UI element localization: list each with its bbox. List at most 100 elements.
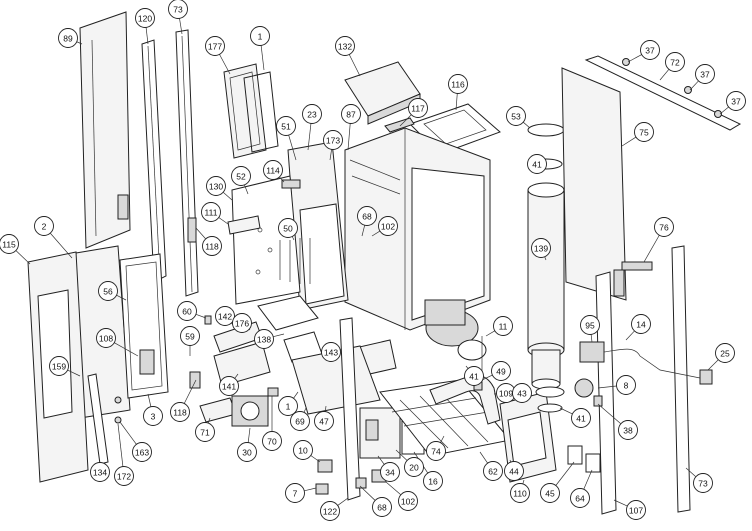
callout-117: 117: [408, 98, 428, 118]
callout-73: 73: [693, 473, 713, 493]
callout-circle: [58, 28, 78, 48]
part-bracket-118: [189, 371, 201, 389]
leader-line-2: [49, 232, 73, 259]
callout-circle: [90, 462, 110, 482]
leader-line-172: [117, 423, 124, 467]
callout-56: 56: [98, 281, 118, 301]
callout-87: 87: [341, 104, 361, 124]
callout-173: 173: [323, 130, 343, 150]
callout-number: 68: [377, 503, 387, 513]
leader-line-108: [114, 342, 139, 357]
callout-circle: [250, 26, 270, 46]
callout-number: 108: [99, 334, 113, 344]
callout-number: 87: [346, 110, 356, 120]
callout-circle: [357, 206, 377, 226]
callout-number: 41: [469, 372, 479, 382]
leader-line-120: [145, 27, 149, 45]
callout-69: 69: [290, 411, 310, 431]
part-bracket-114: [281, 179, 301, 189]
part-rods-50: [279, 238, 311, 284]
part-38: [593, 395, 603, 407]
leader-line-115: [15, 250, 31, 265]
part-front-right-upright: [595, 271, 617, 515]
leader-line-95: [590, 334, 593, 343]
callout-circle: [491, 361, 511, 381]
callout-159: 159: [49, 356, 69, 376]
callout-circle: [372, 497, 392, 517]
callout-circle: [423, 471, 443, 491]
callout-30: 30: [237, 442, 257, 462]
callout-102: 102: [398, 491, 418, 511]
callout-circle: [695, 64, 715, 84]
leader-line-118: [183, 379, 197, 404]
callout-circle: [262, 431, 282, 451]
callout-number: 23: [307, 110, 317, 120]
callout-number: 176: [235, 319, 249, 329]
callout-number: 62: [488, 467, 498, 477]
callout-number: 44: [509, 467, 519, 477]
callout-number: 132: [338, 42, 352, 52]
part-right-upright: [671, 245, 691, 513]
callout-37: 37: [695, 64, 715, 84]
leader-line-41: [465, 365, 469, 369]
leader-line-116: [455, 93, 458, 111]
callout-72: 72: [665, 52, 685, 72]
callout-68: 68: [372, 497, 392, 517]
callout-circle: [380, 462, 400, 482]
callout-circle: [177, 301, 197, 321]
callout-number: 64: [575, 494, 585, 504]
part-switch-7: [315, 483, 329, 495]
callout-circle: [263, 160, 283, 180]
callout-7: 7: [285, 483, 305, 503]
callout-139: 139: [531, 238, 551, 258]
leader-line-49: [481, 374, 493, 381]
callout-25: 25: [715, 343, 735, 363]
callout-number: 41: [532, 160, 542, 170]
leader-line-8: [597, 385, 617, 389]
callout-circle: [631, 314, 651, 334]
leader-line-73: [179, 18, 183, 35]
callout-172: 172: [114, 466, 134, 486]
leader-line-117: [399, 114, 412, 127]
callout-number: 60: [182, 307, 192, 317]
callout-23: 23: [302, 104, 322, 124]
callout-circle: [504, 461, 524, 481]
callout-68: 68: [357, 206, 377, 226]
callout-53: 53: [506, 106, 526, 126]
callout-number: 114: [266, 166, 280, 176]
callout-number: 73: [173, 5, 183, 15]
callout-number: 72: [670, 58, 680, 68]
callout-3: 3: [143, 406, 163, 426]
callout-51: 51: [276, 116, 296, 136]
part-68-bottom: [355, 477, 367, 489]
callout-circle: [640, 40, 660, 60]
callout-circle: [512, 383, 532, 403]
callout-115: 115: [0, 234, 19, 254]
leader-line-71: [207, 417, 211, 424]
callout-number: 20: [409, 463, 419, 473]
part-cover-64: [585, 453, 601, 473]
leader-line-37: [689, 80, 699, 91]
callout-14: 14: [631, 314, 651, 334]
callout-number: 173: [326, 136, 340, 146]
callout-circle: [168, 0, 188, 19]
callout-circle: [278, 218, 298, 238]
part-control-module: [579, 341, 605, 363]
leader-line-159: [67, 369, 81, 377]
part-fire-chamber-back: [231, 175, 301, 305]
callout-circle: [98, 281, 118, 301]
part-clip-60: [204, 315, 212, 325]
callout-circle: [320, 501, 340, 521]
callout-41: 41: [571, 408, 591, 428]
callout-132: 132: [335, 36, 355, 56]
callout-circle: [237, 442, 257, 462]
callout-number: 75: [639, 128, 649, 138]
callout-89: 89: [58, 28, 78, 48]
callout-circle: [571, 408, 591, 428]
callout-20: 20: [404, 457, 424, 477]
callout-142: 142: [215, 306, 235, 326]
callout-number: 111: [205, 208, 218, 218]
part-plate-117: [384, 117, 415, 133]
callout-circle: [254, 329, 274, 349]
